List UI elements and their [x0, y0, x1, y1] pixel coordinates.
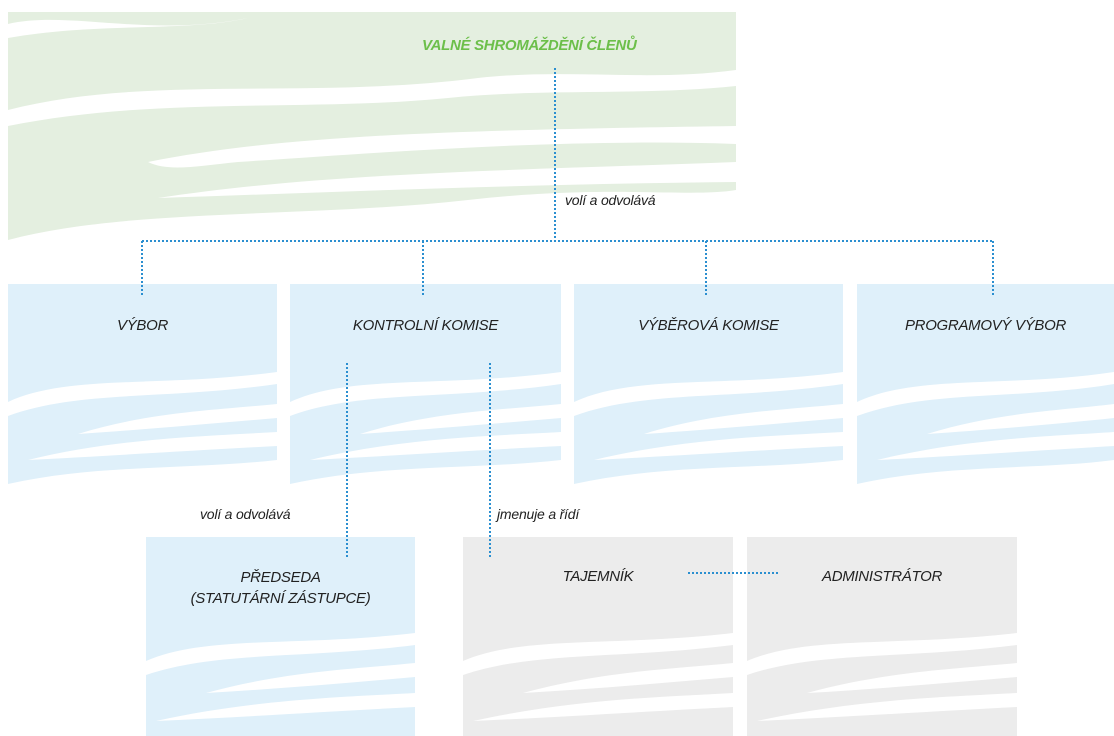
- chair-title: PŘEDSEDA: [240, 569, 321, 586]
- chair-box: PŘEDSEDA (STATUTÁRNÍ ZÁSTUPCE): [146, 537, 415, 736]
- chair-subtitle: (STATUTÁRNÍ ZÁSTUPCE): [190, 590, 371, 607]
- body-label: PROGRAMOVÝ VÝBOR: [904, 317, 1067, 334]
- relation-label-appoints: jmenuje a řídí: [497, 506, 580, 522]
- chair-label: PŘEDSEDA (STATUTÁRNÍ ZÁSTUPCE): [146, 567, 415, 609]
- wave-pattern: [574, 284, 843, 484]
- relation-label-elects-bodies: volí a odvolává: [565, 192, 656, 208]
- staff-label: ADMINISTRÁTOR: [822, 568, 942, 585]
- wave-pattern: [8, 284, 277, 484]
- body-box-vybor: VÝBOR: [8, 284, 277, 484]
- relation-label-elects-chair: volí a odvolává: [200, 506, 291, 522]
- staff-label: TAJEMNÍK: [562, 568, 634, 585]
- wave-pattern: [290, 284, 561, 484]
- staff-box-tajemnik: TAJEMNÍK: [463, 537, 733, 736]
- body-box-vyberova-komise: VÝBĚROVÁ KOMISE: [574, 284, 843, 484]
- body-label: VÝBĚROVÁ KOMISE: [638, 317, 779, 334]
- wave-pattern: [463, 537, 733, 736]
- wave-pattern: [146, 537, 415, 736]
- body-box-programovy-vybor: PROGRAMOVÝ VÝBOR: [857, 284, 1114, 484]
- wave-pattern: [857, 284, 1114, 484]
- staff-box-administrator: ADMINISTRÁTOR: [747, 537, 1017, 736]
- body-box-kontrolni-komise: KONTROLNÍ KOMISE: [290, 284, 561, 484]
- body-label: VÝBOR: [116, 317, 168, 334]
- general-assembly-title: VALNÉ SHROMÁŽDĚNÍ ČLENŮ: [422, 37, 637, 54]
- body-label: KONTROLNÍ KOMISE: [352, 317, 499, 334]
- wave-pattern: [747, 537, 1017, 736]
